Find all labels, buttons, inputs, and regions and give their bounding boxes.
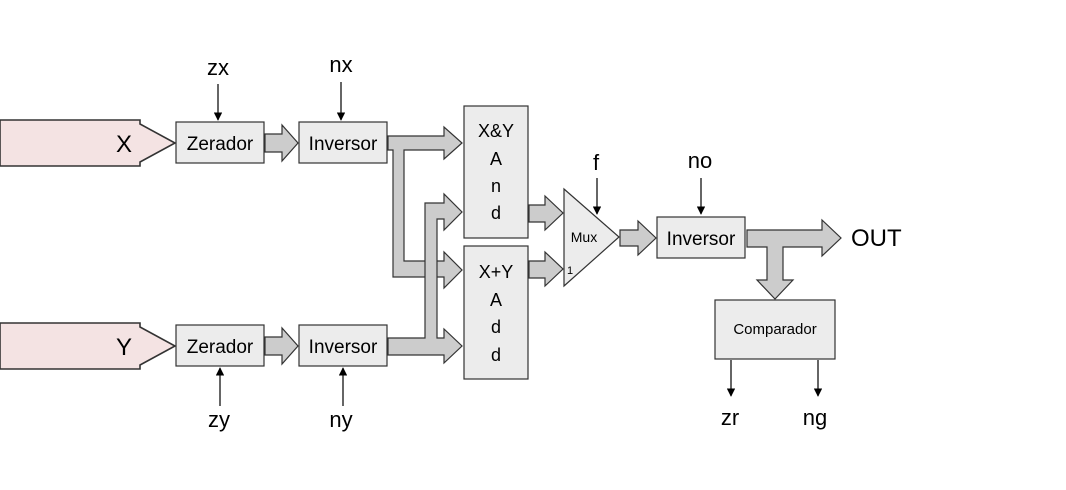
flag-ng-label: ng [803,405,827,430]
add-label-line-2: A [490,290,502,310]
control-f-label: f [593,150,600,175]
bus-and-to-mux [528,194,564,232]
bus-zerador-y-to-inversor [264,326,299,366]
zerador-x-label: Zerador [187,134,254,155]
control-zy-label: zy [208,407,230,432]
input-x-label: X [116,131,132,158]
add-label-line-1: X+Y [479,262,514,282]
comparador-label: Comparador [733,321,816,338]
inversor-out-label: Inversor [667,229,736,250]
input-y-label: Y [116,334,132,361]
mux-block [563,187,620,288]
mux-select-one-label: 1 [567,265,573,277]
input-y-arrow [0,322,177,370]
bus-x-to-and-and-add [387,125,463,290]
inversor-out-block [656,216,746,259]
input-x-arrow [0,119,177,167]
control-zx-label: zx [207,55,229,80]
inversor-y-block [298,324,388,367]
add-label-line-4: d [491,345,501,365]
comparador-block [714,299,836,360]
zerador-x-block [175,121,265,164]
add-label-line-3: d [491,317,501,337]
bus-y-to-and-and-add [387,192,463,365]
control-nx-label: nx [329,52,352,77]
zerador-y-block [175,324,265,367]
output-label: OUT [851,225,902,252]
bus-mux-to-inversor [619,219,657,257]
and-block [463,105,529,239]
add-block [463,245,529,380]
zerador-y-label: Zerador [187,337,254,358]
and-label-line-1: X&Y [478,121,514,141]
and-label-line-3: n [491,176,501,196]
mux-label: Mux [571,229,597,245]
flag-zr-label: zr [721,405,739,430]
inversor-x-label: Inversor [309,134,378,155]
and-label-line-4: d [491,203,501,223]
bus-zerador-x-to-inversor [264,123,299,163]
inversor-y-label: Inversor [309,337,378,358]
inversor-x-block [298,121,388,164]
control-ny-label: ny [329,407,352,432]
bus-out-and-comparador [746,218,842,300]
control-no-label: no [688,148,712,173]
and-label-line-2: A [490,149,502,169]
bus-add-to-mux [528,250,564,288]
